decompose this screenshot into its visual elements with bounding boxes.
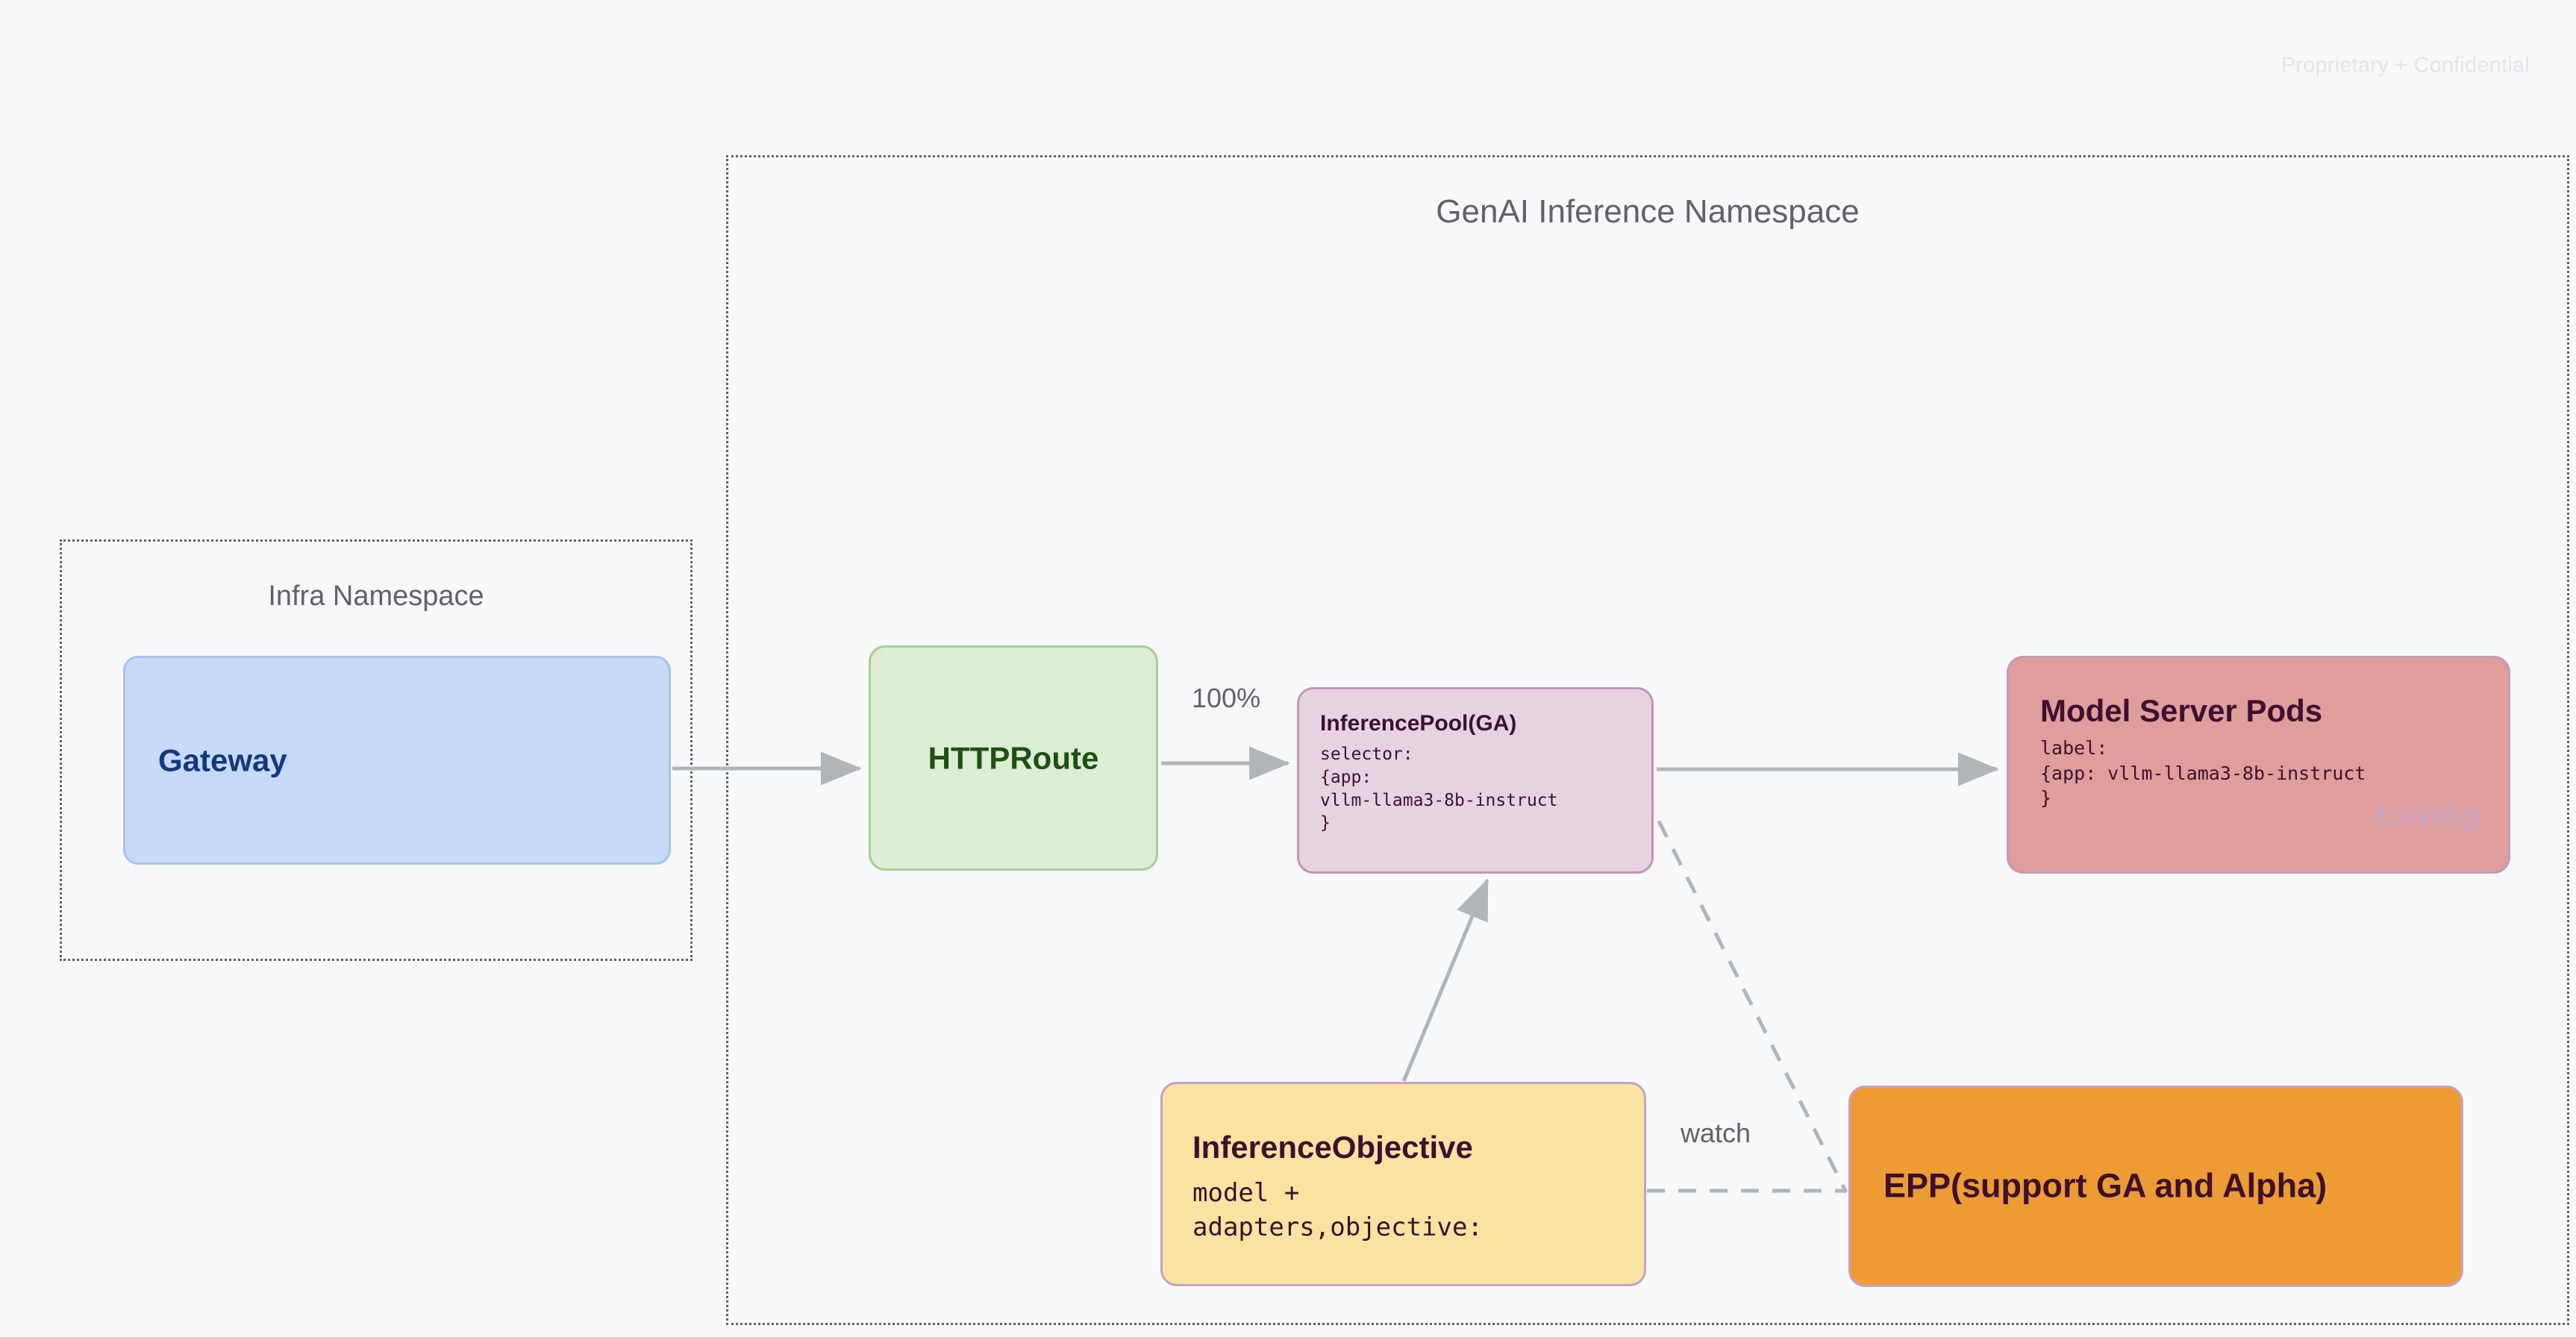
node-epp[interactable]: EPP(support GA and Alpha) <box>1848 1086 2463 1287</box>
httproute-label: HTTPRoute <box>928 740 1099 776</box>
inferenceobjective-label: InferenceObjective <box>1192 1130 1473 1165</box>
inferencepool-label: InferencePool(GA) <box>1320 711 1517 736</box>
node-gateway[interactable]: Gateway <box>123 656 671 865</box>
node-httproute[interactable]: HTTPRoute <box>869 645 1158 871</box>
infra-namespace-title: Infra Namespace <box>268 580 484 612</box>
edge-label-100-percent: 100% <box>1192 683 1261 713</box>
genai-inference-namespace-container: GenAI Inference Namespace <box>726 155 2569 1325</box>
genai-namespace-title: GenAI Inference Namespace <box>1436 193 1860 230</box>
gateway-label: Gateway <box>158 742 287 778</box>
existing-watermark: Existing <box>2373 799 2478 832</box>
node-inferenceobjective[interactable]: InferenceObjective model + adapters,obje… <box>1160 1082 1646 1286</box>
edge-label-watch: watch <box>1681 1118 1751 1148</box>
model-server-pods-label: Model Server Pods <box>2040 693 2323 728</box>
model-server-pods-label-spec: label: {app: vllm-llama3-8b-instruct } <box>2040 737 2366 809</box>
infra-namespace-container: Infra Namespace <box>60 539 693 961</box>
inferencepool-selector-spec: selector: {app: vllm-llama3-8b-instruct … <box>1320 745 1558 833</box>
proprietary-watermark: Proprietary + Confidential <box>2280 53 2530 78</box>
epp-label: EPP(support GA and Alpha) <box>1883 1166 2328 1205</box>
node-model-server-pods[interactable]: Model Server Pods label: {app: vllm-llam… <box>2007 656 2510 874</box>
inferenceobjective-spec: model + adapters,objective: <box>1192 1178 1483 1242</box>
node-inferencepool[interactable]: InferencePool(GA) selector: {app: vllm-l… <box>1297 687 1654 874</box>
